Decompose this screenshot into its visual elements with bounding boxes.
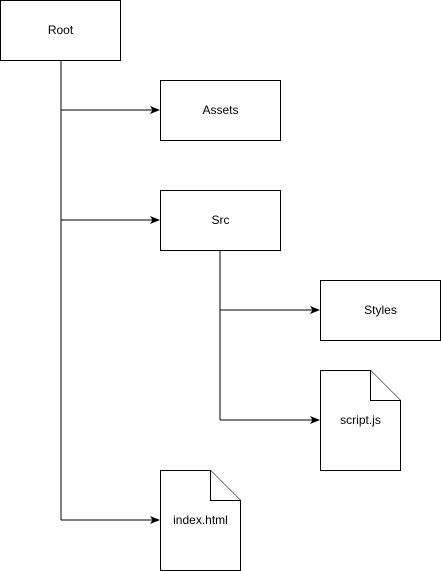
node-root[interactable]: Root xyxy=(0,0,121,61)
node-label: Styles xyxy=(364,303,397,317)
node-src[interactable]: Src xyxy=(160,190,281,251)
node-assets[interactable]: Assets xyxy=(160,80,281,141)
node-script-js[interactable]: script.js xyxy=(320,370,401,471)
node-label: index.html xyxy=(173,513,228,527)
node-label: Assets xyxy=(202,103,238,117)
folder-box xyxy=(160,80,281,141)
node-label: Root xyxy=(48,23,74,37)
connectors xyxy=(60,60,320,524)
folded-corner xyxy=(370,370,401,401)
folder-box xyxy=(0,0,121,61)
node-label: script.js xyxy=(340,413,381,427)
folded-corner xyxy=(210,470,241,501)
node-styles[interactable]: Styles xyxy=(320,280,441,341)
node-index-html[interactable]: index.html xyxy=(160,470,241,571)
folder-box xyxy=(160,190,281,251)
node-label: Src xyxy=(212,213,230,227)
folder-box xyxy=(320,280,441,341)
